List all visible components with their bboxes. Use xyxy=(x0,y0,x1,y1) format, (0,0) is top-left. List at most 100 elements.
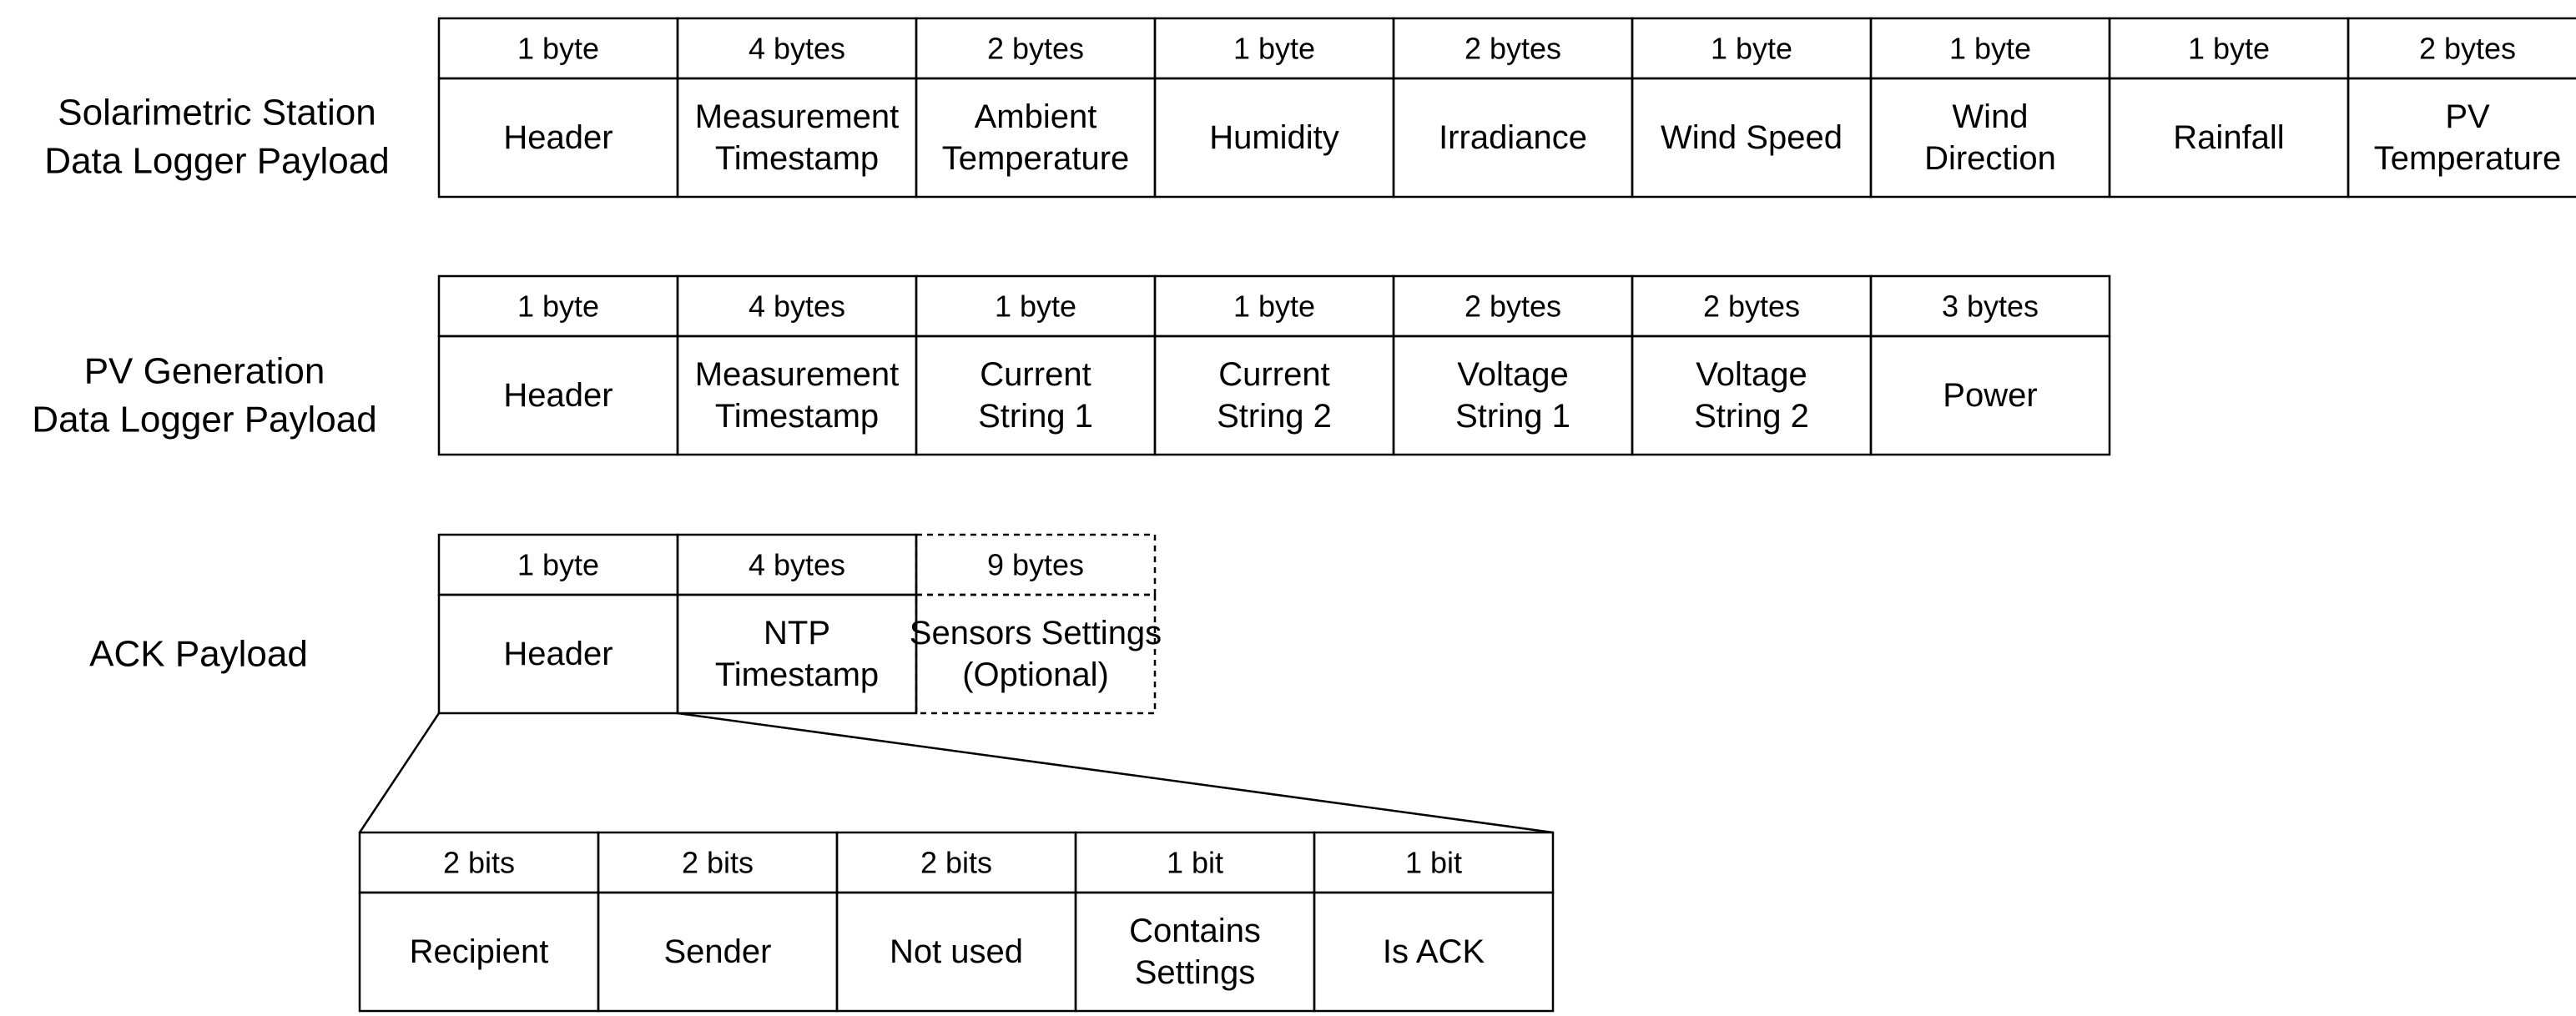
field-name-label: Is ACK xyxy=(1383,933,1485,970)
field-size-label: 1 byte xyxy=(1233,289,1315,324)
field-name-label: (Optional) xyxy=(962,656,1109,693)
header-zoom-connector xyxy=(358,712,1554,834)
payload-label: Data Logger Payload xyxy=(44,141,389,182)
field-name-box xyxy=(676,593,918,715)
field-name-label: Voltage xyxy=(1457,356,1568,393)
field-size-label: 2 bits xyxy=(443,846,515,880)
field-size-label: 2 bytes xyxy=(1703,289,1800,324)
field-name-label: Header xyxy=(503,636,612,672)
field-name-label: Contains xyxy=(1129,913,1261,949)
field-name-label: Irradiance xyxy=(1439,119,1587,156)
field-size-label: 1 byte xyxy=(1711,32,1792,66)
field-name-box xyxy=(676,77,918,199)
field-size-label: 4 bytes xyxy=(749,32,845,66)
field-size-label: 2 bytes xyxy=(1464,32,1561,66)
field-size-label: 2 bits xyxy=(920,846,992,880)
field-size-label: 1 byte xyxy=(1949,32,2031,66)
field-name-label: Timestamp xyxy=(715,140,879,177)
field-name-box xyxy=(1313,891,1555,1013)
field-name-box xyxy=(2347,77,2576,199)
field-size-label: 3 bytes xyxy=(1942,289,2039,324)
field-name-label: Wind xyxy=(1952,98,2028,135)
field-size-label: 1 byte xyxy=(517,548,599,582)
field-name-label: String 1 xyxy=(1455,398,1570,435)
field-name-label: String 2 xyxy=(1217,398,1332,435)
field-name-box xyxy=(1869,77,2111,199)
field-name-label: Current xyxy=(980,356,1091,393)
field-size-label: 1 byte xyxy=(1233,32,1315,66)
field-name-box xyxy=(1869,334,2111,456)
field-name-label: Recipient xyxy=(410,933,549,970)
field-name-box xyxy=(915,593,1157,715)
field-name-label: Measurement xyxy=(695,98,900,135)
field-name-label: NTP xyxy=(764,615,830,651)
field-size-label: 1 bit xyxy=(1167,846,1223,880)
field-size-label: 9 bytes xyxy=(987,548,1084,582)
field-name-box xyxy=(1153,334,1395,456)
field-name-box xyxy=(1074,891,1316,1013)
field-size-label: 2 bytes xyxy=(987,32,1084,66)
field-name-label: Power xyxy=(1943,377,2037,414)
zoom-line-right xyxy=(677,712,1554,834)
payload-label: PV Generation xyxy=(84,351,325,392)
field-name-label: Direction xyxy=(1924,140,2056,177)
field-size-label: 2 bytes xyxy=(1464,289,1561,324)
payload-label: Solarimetric Station xyxy=(58,93,376,133)
field-name-label: Temperature xyxy=(2374,140,2562,177)
payload-label: Data Logger Payload xyxy=(32,400,376,440)
field-name-label: String 2 xyxy=(1694,398,1809,435)
ack-payload-label: ACK Payload xyxy=(89,634,308,675)
field-name-box xyxy=(1631,334,1873,456)
field-name-label: Current xyxy=(1218,356,1329,393)
field-size-label: 2 bytes xyxy=(2419,32,2516,66)
field-name-label: Sensors Settings xyxy=(910,615,1162,651)
field-name-label: Temperature xyxy=(942,140,1130,177)
field-name-label: Voltage xyxy=(1696,356,1807,393)
field-name-label: Not used xyxy=(890,933,1023,970)
zoom-line-left xyxy=(358,712,441,833)
field-size-label: 4 bytes xyxy=(749,548,845,582)
field-name-box xyxy=(915,77,1157,199)
field-size-label: 1 byte xyxy=(2188,32,2270,66)
field-name-label: Settings xyxy=(1135,954,1256,991)
field-size-label: 1 byte xyxy=(517,32,599,66)
field-name-label: PV xyxy=(2445,98,2490,135)
field-name-label: Header xyxy=(503,377,612,414)
field-name-label: Wind Speed xyxy=(1661,119,1843,156)
field-size-label: 2 bits xyxy=(682,846,754,880)
field-name-box xyxy=(676,334,918,456)
field-name-label: Sender xyxy=(664,933,772,970)
field-name-box xyxy=(1392,334,1634,456)
field-name-label: Ambient xyxy=(975,98,1097,135)
field-name-label: Timestamp xyxy=(715,398,879,435)
